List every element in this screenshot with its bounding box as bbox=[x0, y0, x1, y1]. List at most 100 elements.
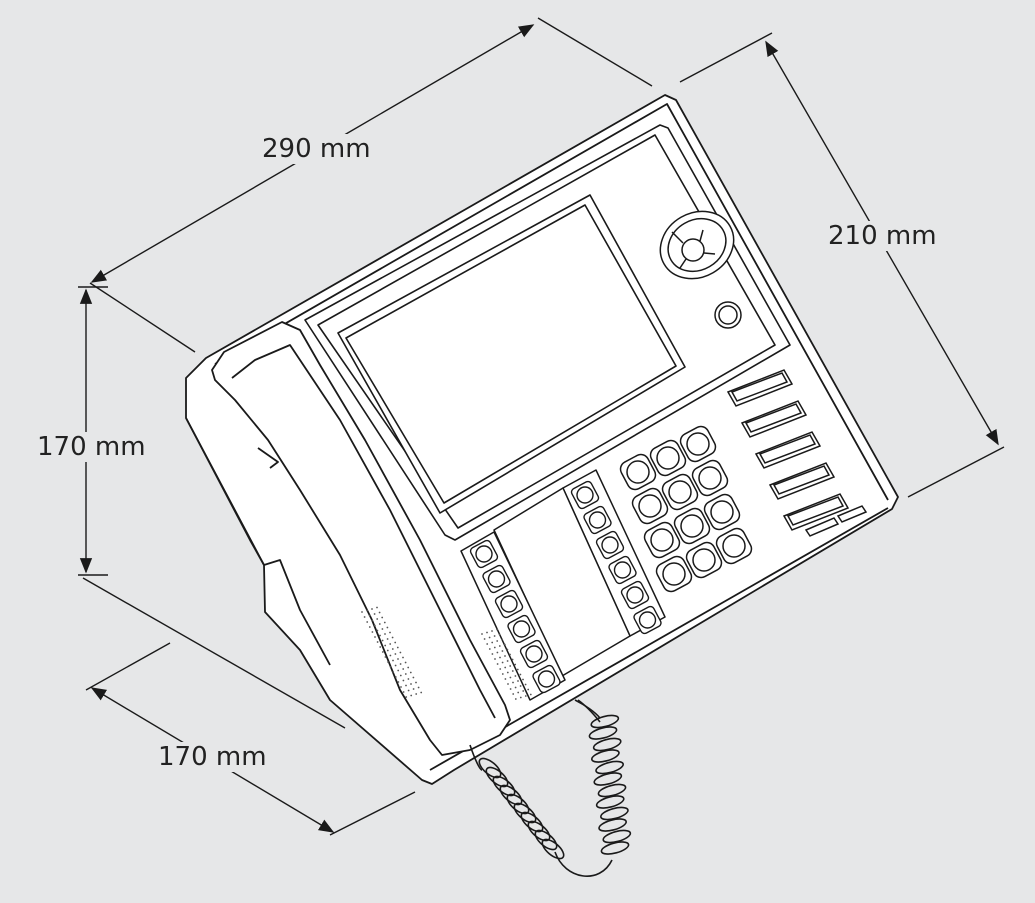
small-key[interactable] bbox=[836, 505, 868, 523]
function-key[interactable] bbox=[754, 431, 822, 469]
grille-dot bbox=[491, 641, 494, 644]
grille-dot bbox=[391, 636, 394, 639]
grille-dot bbox=[509, 676, 512, 679]
grille-dot bbox=[504, 655, 506, 657]
grille-dot bbox=[363, 616, 366, 618]
grille-dot bbox=[415, 693, 418, 695]
cord-coil bbox=[597, 783, 627, 798]
grille-dot bbox=[501, 661, 504, 664]
navigation-cluster[interactable] bbox=[648, 198, 746, 329]
line-key[interactable] bbox=[537, 670, 556, 688]
grille-dot bbox=[392, 671, 395, 673]
grille-dot bbox=[371, 608, 373, 610]
height-dimension-label: 170 mm bbox=[33, 432, 150, 462]
grille-dot bbox=[494, 658, 496, 660]
line-key[interactable] bbox=[525, 645, 543, 663]
dialpad-key[interactable] bbox=[686, 432, 710, 456]
dialpad-key[interactable] bbox=[662, 562, 686, 586]
grille-dot bbox=[509, 665, 512, 667]
grille-dot bbox=[376, 606, 378, 609]
cord-coil bbox=[592, 737, 622, 752]
grille-dot bbox=[512, 681, 514, 684]
grille-dot bbox=[392, 659, 394, 662]
grille-dot bbox=[522, 690, 525, 692]
cord-coil bbox=[598, 818, 627, 832]
grille-dot bbox=[512, 693, 515, 695]
function-keys bbox=[726, 369, 868, 537]
line-keys-right bbox=[570, 480, 662, 635]
grille-dot bbox=[394, 653, 397, 655]
speaker-grille-right bbox=[481, 628, 532, 700]
grille-dot bbox=[389, 643, 392, 645]
line-key[interactable] bbox=[626, 586, 644, 604]
dialpad-key[interactable] bbox=[710, 500, 734, 524]
grille-dot bbox=[397, 681, 400, 683]
grille-dot bbox=[486, 643, 489, 645]
grille-dot bbox=[509, 688, 512, 690]
grille-dot bbox=[517, 691, 520, 694]
grille-dot bbox=[387, 661, 389, 663]
function-key[interactable] bbox=[782, 493, 850, 531]
grille-dot bbox=[514, 686, 517, 689]
grille-dot bbox=[384, 633, 386, 635]
grille-dot bbox=[410, 683, 412, 685]
grille-dot bbox=[373, 624, 376, 627]
line-key[interactable] bbox=[487, 570, 506, 588]
grille-dot bbox=[507, 683, 509, 685]
grille-dot bbox=[371, 619, 374, 622]
line-key[interactable] bbox=[601, 536, 619, 554]
function-key-label-area bbox=[786, 496, 845, 526]
grille-dot bbox=[378, 611, 381, 614]
cord-coil bbox=[600, 841, 630, 855]
grille-dot bbox=[410, 694, 413, 697]
grille-dot bbox=[504, 678, 507, 680]
handset-body bbox=[211, 321, 511, 756]
dialpad-key[interactable] bbox=[722, 534, 746, 558]
grille-dot bbox=[498, 645, 501, 647]
grille-dot bbox=[368, 614, 371, 617]
line-key[interactable] bbox=[475, 545, 493, 563]
line-key[interactable] bbox=[613, 561, 632, 579]
grille-dot bbox=[402, 679, 405, 682]
grille-dot bbox=[376, 618, 379, 620]
grille-dot bbox=[503, 643, 506, 646]
line-key[interactable] bbox=[638, 611, 657, 629]
handset[interactable] bbox=[211, 321, 511, 756]
dialpad-key[interactable] bbox=[656, 446, 680, 470]
grille-dot bbox=[415, 681, 417, 684]
line-key[interactable] bbox=[500, 595, 518, 613]
dialpad-key[interactable] bbox=[638, 494, 662, 518]
grille-dot bbox=[499, 656, 501, 659]
grille-dot bbox=[407, 666, 410, 669]
width-extension-right bbox=[537, 17, 653, 87]
function-key[interactable] bbox=[768, 462, 836, 500]
function-key-label-area bbox=[772, 465, 831, 495]
grille-dot bbox=[511, 670, 514, 672]
phone-top-rim bbox=[214, 103, 889, 501]
grille-dot bbox=[420, 691, 423, 694]
depth-right-extension-top bbox=[679, 32, 773, 83]
grille-dot bbox=[373, 613, 376, 615]
grille-dot bbox=[506, 660, 509, 662]
line-key[interactable] bbox=[588, 511, 607, 529]
small-key[interactable] bbox=[804, 517, 840, 537]
grille-dot bbox=[496, 663, 499, 665]
line-key[interactable] bbox=[512, 620, 531, 638]
grille-dot bbox=[486, 631, 488, 634]
grille-dot bbox=[366, 609, 368, 612]
dialpad-key[interactable] bbox=[680, 514, 704, 538]
grille-dot bbox=[399, 651, 402, 654]
function-key[interactable] bbox=[740, 400, 808, 438]
grille-dot bbox=[379, 646, 382, 648]
dialpad-key[interactable] bbox=[668, 480, 692, 504]
line-key[interactable] bbox=[576, 486, 594, 504]
grille-dot bbox=[417, 686, 420, 689]
coiled-cord bbox=[469, 699, 632, 877]
dialpad-key[interactable] bbox=[698, 466, 722, 490]
dialpad-key[interactable] bbox=[626, 460, 650, 484]
dialpad-key[interactable] bbox=[650, 528, 674, 552]
dialpad-key[interactable] bbox=[692, 548, 716, 572]
function-key[interactable] bbox=[726, 369, 794, 407]
function-key-label-area bbox=[758, 434, 817, 464]
